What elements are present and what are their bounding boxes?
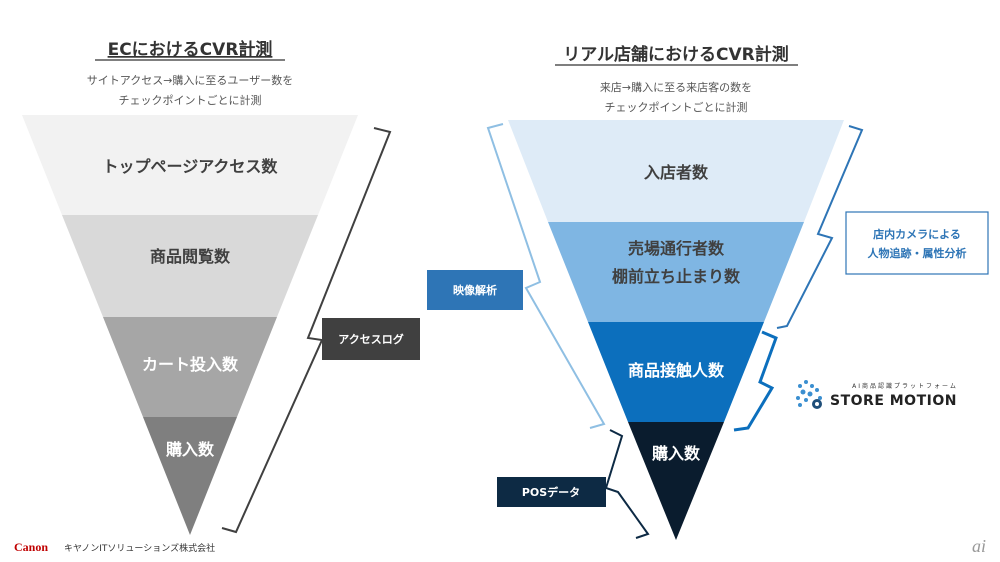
access-log-box bbox=[322, 318, 420, 360]
pos-bracket bbox=[604, 429, 650, 539]
right-stage-label-5: 購入数 bbox=[651, 444, 701, 463]
store-motion-logo: AI商品認識プラットフォーム STORE MOTION bbox=[796, 380, 958, 409]
right-funnel-stage-4 bbox=[628, 422, 724, 540]
camera-label-1: 店内カメラによる bbox=[873, 227, 961, 241]
company-name: キヤノンITソリューションズ株式会社 bbox=[64, 542, 215, 554]
left-stage-label-1: トップページアクセス数 bbox=[103, 157, 279, 176]
left-subtitle-2: チェックポイントごとに計測 bbox=[119, 93, 262, 107]
right-funnel-stage-3 bbox=[588, 322, 764, 422]
video-analysis-label: 映像解析 bbox=[453, 283, 497, 297]
store-motion-tagline: AI商品認識プラットフォーム bbox=[852, 382, 958, 390]
right-stage-label-4: 商品接触人数 bbox=[628, 361, 725, 380]
right-stage-label-1: 入店者数 bbox=[644, 163, 709, 182]
right-subtitle-2: チェックポイントごとに計測 bbox=[605, 100, 748, 114]
left-funnel-stage-2 bbox=[62, 215, 318, 317]
store-motion-text: STORE MOTION bbox=[830, 393, 957, 409]
left-stage-label-3: カート投入数 bbox=[142, 355, 239, 374]
access-log-label: アクセスログ bbox=[338, 332, 403, 346]
left-funnel-stage-4 bbox=[143, 417, 237, 535]
right-stage-label-3: 棚前立ち止まり数 bbox=[612, 267, 741, 286]
pos-data-label: POSデータ bbox=[522, 485, 580, 499]
left-bracket bbox=[221, 127, 392, 534]
left-funnel-stage-1 bbox=[22, 115, 358, 215]
canon-logo: Canon bbox=[14, 540, 48, 554]
left-stage-label-2: 商品閲覧数 bbox=[150, 247, 231, 266]
left-subtitle-1: サイトアクセス→購入に至るユーザー数を bbox=[87, 73, 293, 87]
video-analysis-bracket bbox=[486, 123, 606, 429]
right-funnel-stage-2 bbox=[548, 222, 804, 322]
right-title: リアル店舗におけるCVR計測 bbox=[563, 44, 789, 65]
right-subtitle-1: 来店→購入に至る来店客の数を bbox=[600, 80, 752, 94]
camera-analysis-box bbox=[845, 211, 989, 275]
left-stage-label-4: 購入数 bbox=[165, 440, 215, 459]
contact-bracket bbox=[733, 330, 778, 432]
ai-watermark: ai bbox=[972, 536, 986, 556]
camera-label-2: 人物追跡・属性分析 bbox=[868, 246, 967, 260]
right-stage-label-2: 売場通行者数 bbox=[628, 239, 725, 258]
camera-bracket bbox=[776, 125, 864, 329]
right-funnel-stage-1 bbox=[508, 120, 844, 222]
left-title: ECにおけるCVR計測 bbox=[108, 39, 273, 60]
video-analysis-box bbox=[427, 270, 523, 310]
left-funnel-stage-3 bbox=[103, 317, 277, 417]
pos-data-box bbox=[497, 477, 606, 507]
